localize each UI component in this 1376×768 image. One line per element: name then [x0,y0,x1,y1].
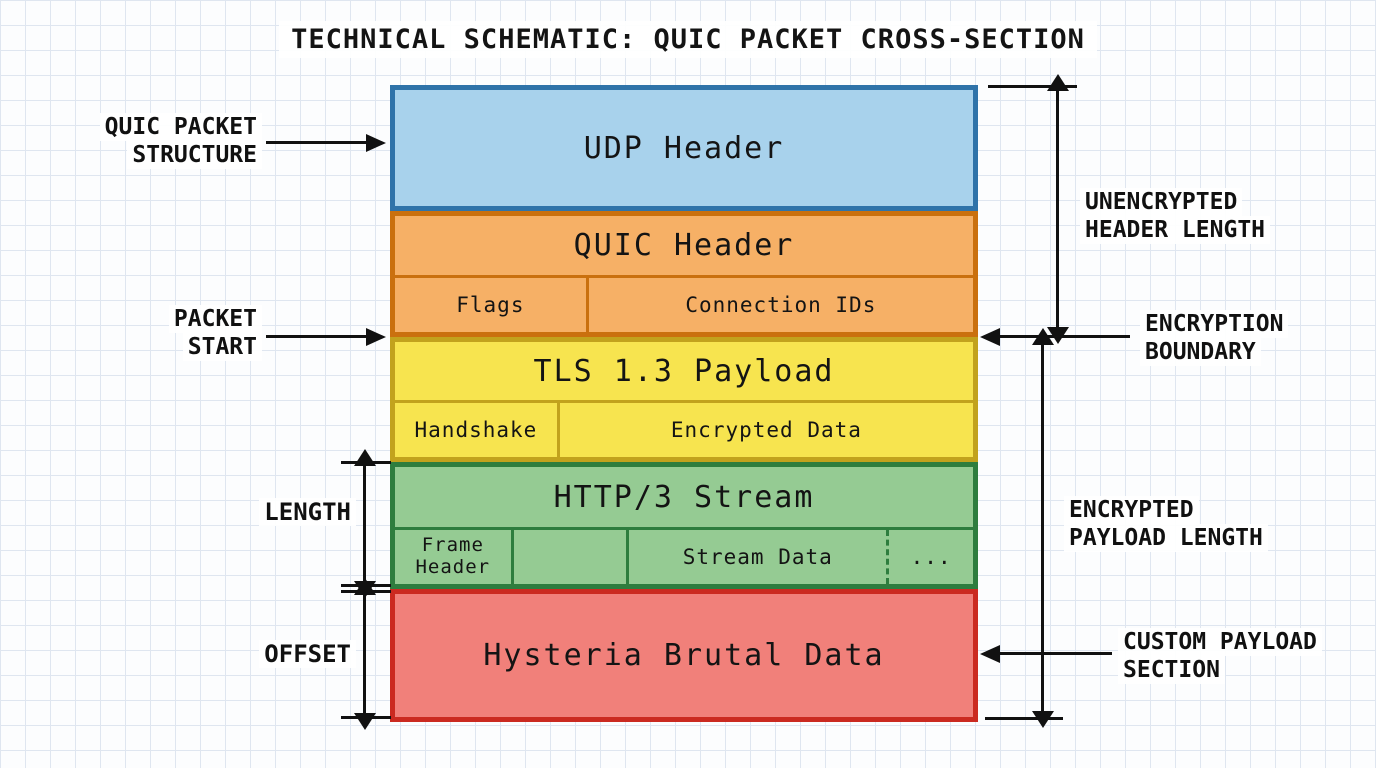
layer-udp-header: UDP Header [390,85,978,211]
layer-title: UDP Header [583,130,785,166]
layer-http3-stream: HTTP/3 Stream Frame Header Stream Data .… [390,462,978,589]
quic-packet-structure-arrow-icon [266,133,386,152]
layer-title: QUIC Header [573,228,795,263]
subcell-connection-ids: Connection IDs [585,278,973,332]
arrow-up-head-icon [1031,328,1054,345]
unencrypted-header-length-arrow-icon [1046,74,1069,344]
layer-title: TLS 1.3 Payload [533,353,835,389]
offset-bottom-tick [341,716,391,719]
quic-packet-structure-label: QUIC PACKET STRUCTURE [40,113,262,169]
encrypted-bottom-tick [985,717,1063,720]
layer-title: Hysteria Brutal Data [483,638,885,673]
offset-label: OFFSET [252,640,356,668]
arrow-up-head-icon [353,578,376,595]
arrow-left-head-icon [980,644,1000,663]
unencrypted-header-length-label: UNENCRYPTED HEADER LENGTH [1080,188,1271,244]
tls-payload-subrow: Handshake Encrypted Data [395,400,973,457]
arrow-right-head-icon [366,133,386,152]
encryption-boundary-label: ENCRYPTION BOUNDARY [1140,310,1289,366]
layer-quic-header: QUIC Header Flags Connection IDs [390,211,978,337]
length-label: LENGTH [252,498,356,526]
subcell-empty [510,530,627,584]
subcell-encrypted-data: Encrypted Data [556,403,973,457]
arrow-left-head-icon [980,327,1000,346]
subcell-stream-data: Stream Data [626,530,886,584]
packet-start-arrow-icon [266,327,386,346]
layer-hysteria-brutal-data: Hysteria Brutal Data [390,589,978,722]
layer-tls-payload: TLS 1.3 Payload Handshake Encrypted Data [390,337,978,462]
subcell-handshake: Handshake [414,417,538,442]
arrow-right-head-icon [366,327,386,346]
custom-payload-section-arrow-icon [980,644,1112,663]
quic-header-subrow: Flags Connection IDs [395,275,973,332]
offset-dimension-arrow-icon [353,578,376,730]
subcell-frame-header: Frame Header [415,534,491,578]
arrow-up-head-icon [353,449,376,466]
encrypted-payload-length-label: ENCRYPTED PAYLOAD LENGTH [1064,496,1268,552]
encrypted-payload-length-arrow-icon [1031,328,1054,728]
unencrypted-top-tick [988,85,1077,88]
subcell-ellipsis: ... [886,530,973,584]
length-dimension-arrow-icon [353,449,376,598]
packet-start-label: PACKET START [120,305,262,361]
encryption-boundary-arrow-icon [980,327,1130,346]
subcell-flags: Flags [456,292,525,317]
diagram-title: TECHNICAL SCHEMATIC: QUIC PACKET CROSS-S… [0,21,1376,58]
layer-title: HTTP/3 Stream [553,479,815,515]
arrow-up-head-icon [1046,74,1069,91]
http3-stream-subrow: Frame Header Stream Data ... [395,527,973,584]
custom-payload-section-label: CUSTOM PAYLOAD SECTION [1118,628,1322,684]
